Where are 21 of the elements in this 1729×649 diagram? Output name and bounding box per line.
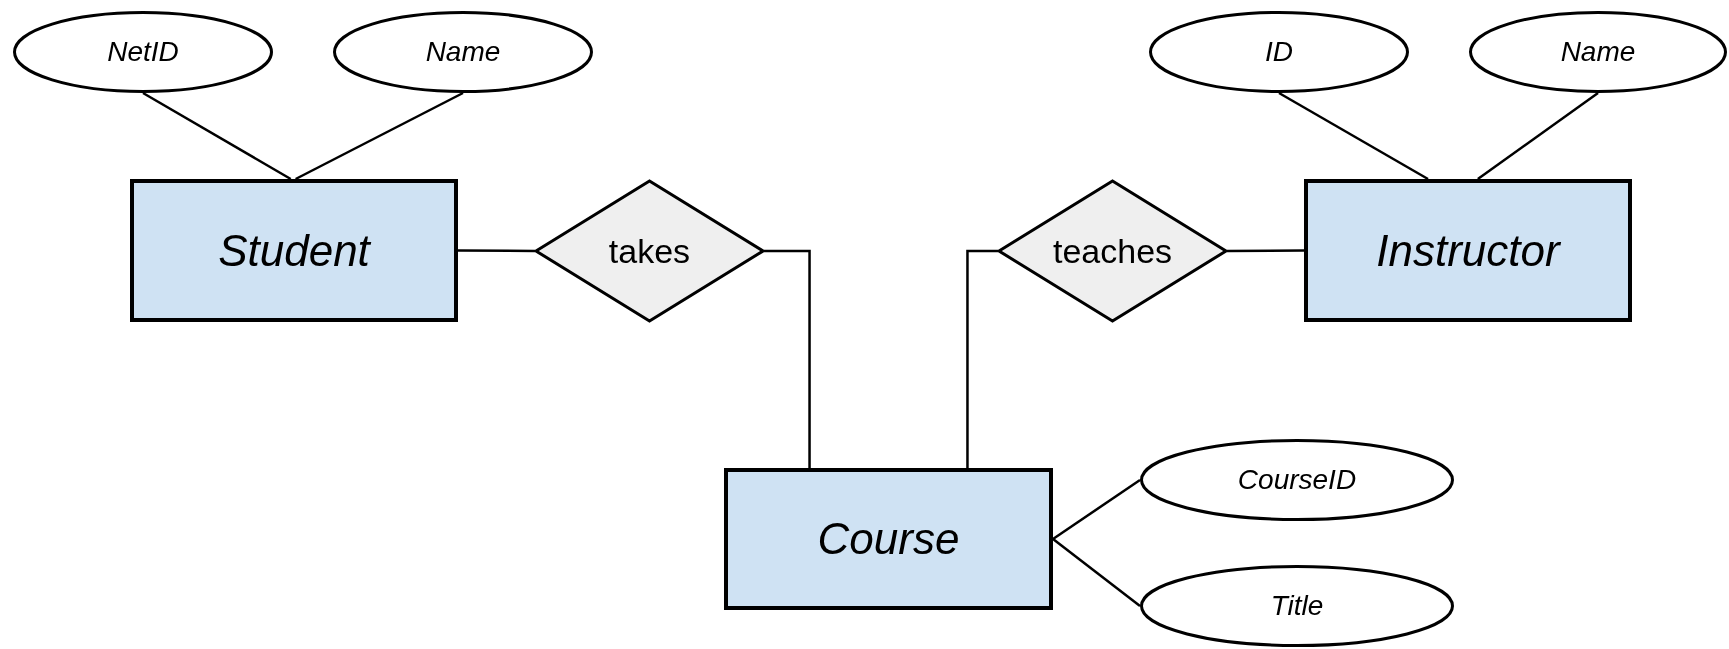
- attribute-label: ID: [1264, 36, 1294, 68]
- connector-line: [1477, 92, 1599, 180]
- connector-line: [458, 249, 535, 253]
- attribute-label: CourseID: [1236, 464, 1358, 496]
- entity-label: Student: [217, 225, 372, 276]
- connector-line: [1227, 249, 1304, 253]
- entity-label: Instructor: [1375, 225, 1562, 276]
- relationship-label: teaches: [1051, 231, 1174, 271]
- connector-line: [295, 91, 464, 181]
- entity-label: Course: [816, 514, 961, 564]
- connector-line: [1278, 91, 1429, 181]
- connector-line: [142, 91, 292, 181]
- connector-line: [1052, 478, 1141, 541]
- connector-line: [764, 249, 811, 468]
- attribute-label: NetID: [106, 36, 180, 68]
- attribute-label: Title: [1269, 590, 1325, 622]
- attribute-label: Name: [1559, 36, 1637, 68]
- relationship-label: takes: [607, 231, 692, 271]
- connector-line: [966, 249, 998, 468]
- attribute-label: Name: [424, 36, 502, 68]
- connector-line: [1052, 538, 1141, 607]
